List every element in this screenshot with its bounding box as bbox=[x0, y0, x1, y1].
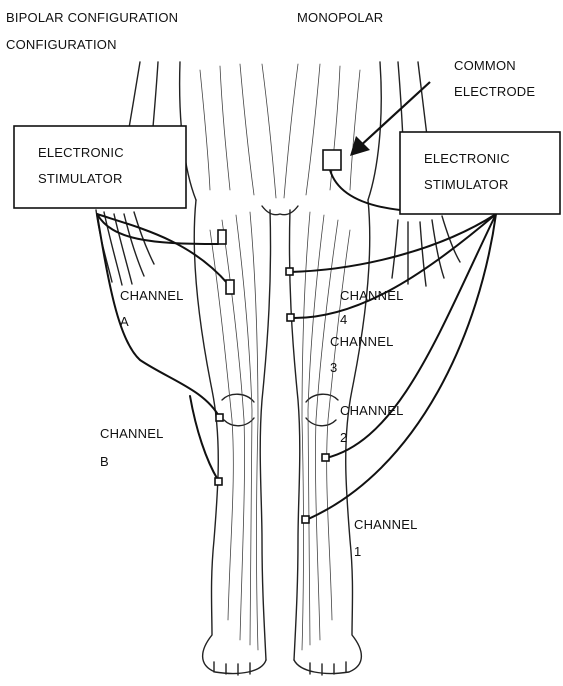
electrode-b-lower bbox=[215, 478, 222, 485]
stimulator-right-line1: ELECTRONIC bbox=[424, 151, 510, 166]
channel-1-id: 1 bbox=[354, 544, 361, 559]
common-electrode-label-line1: COMMON bbox=[454, 58, 516, 73]
electrode-channel-3 bbox=[287, 314, 294, 321]
heading-bipolar-line2: CONFIGURATION bbox=[6, 37, 117, 52]
channel-2-label: CHANNEL bbox=[340, 403, 404, 418]
left-leg-outer bbox=[194, 200, 266, 674]
channel-4-id: 4 bbox=[340, 312, 347, 327]
channel-a-id: A bbox=[120, 314, 129, 329]
right-leg-inner bbox=[289, 210, 299, 660]
channel-1-label: CHANNEL bbox=[354, 517, 418, 532]
right-knee bbox=[306, 394, 338, 426]
waist bbox=[180, 62, 382, 200]
electrode-a-lower bbox=[226, 280, 234, 294]
stimulator-left-line2: STIMULATOR bbox=[38, 171, 123, 186]
electrodes bbox=[215, 150, 341, 523]
common-electrode-pad bbox=[323, 150, 341, 170]
channel-2-id: 2 bbox=[340, 430, 347, 445]
left-knee bbox=[222, 394, 254, 426]
channel-b-id: B bbox=[100, 454, 109, 469]
channel-3-id: 3 bbox=[330, 360, 337, 375]
heading-bipolar-line1: BIPOLAR CONFIGURATION bbox=[6, 10, 178, 25]
left-hand bbox=[96, 210, 154, 285]
crotch bbox=[262, 206, 298, 215]
common-electrode-label-line2: ELECTRODE bbox=[454, 84, 535, 99]
electrode-channel-2 bbox=[322, 454, 329, 461]
channel-3-label: CHANNEL bbox=[330, 334, 394, 349]
electrode-b-upper bbox=[216, 414, 223, 421]
stimulator-left: ELECTRONIC STIMULATOR bbox=[14, 126, 186, 208]
left-leg-inner bbox=[260, 210, 270, 660]
stimulator-right-line2: STIMULATOR bbox=[424, 177, 509, 192]
channel-b-label: CHANNEL bbox=[100, 426, 164, 441]
electrode-channel-4 bbox=[286, 268, 293, 275]
channel-a-label: CHANNEL bbox=[120, 288, 184, 303]
stimulator-right: ELECTRONIC STIMULATOR bbox=[400, 132, 560, 214]
heading-monopolar: MONOPOLAR bbox=[297, 10, 383, 25]
electrode-a-upper bbox=[218, 230, 226, 244]
electrode-channel-1 bbox=[302, 516, 309, 523]
channel-4-label: CHANNEL bbox=[340, 288, 404, 303]
stimulator-left-line1: ELECTRONIC bbox=[38, 145, 124, 160]
